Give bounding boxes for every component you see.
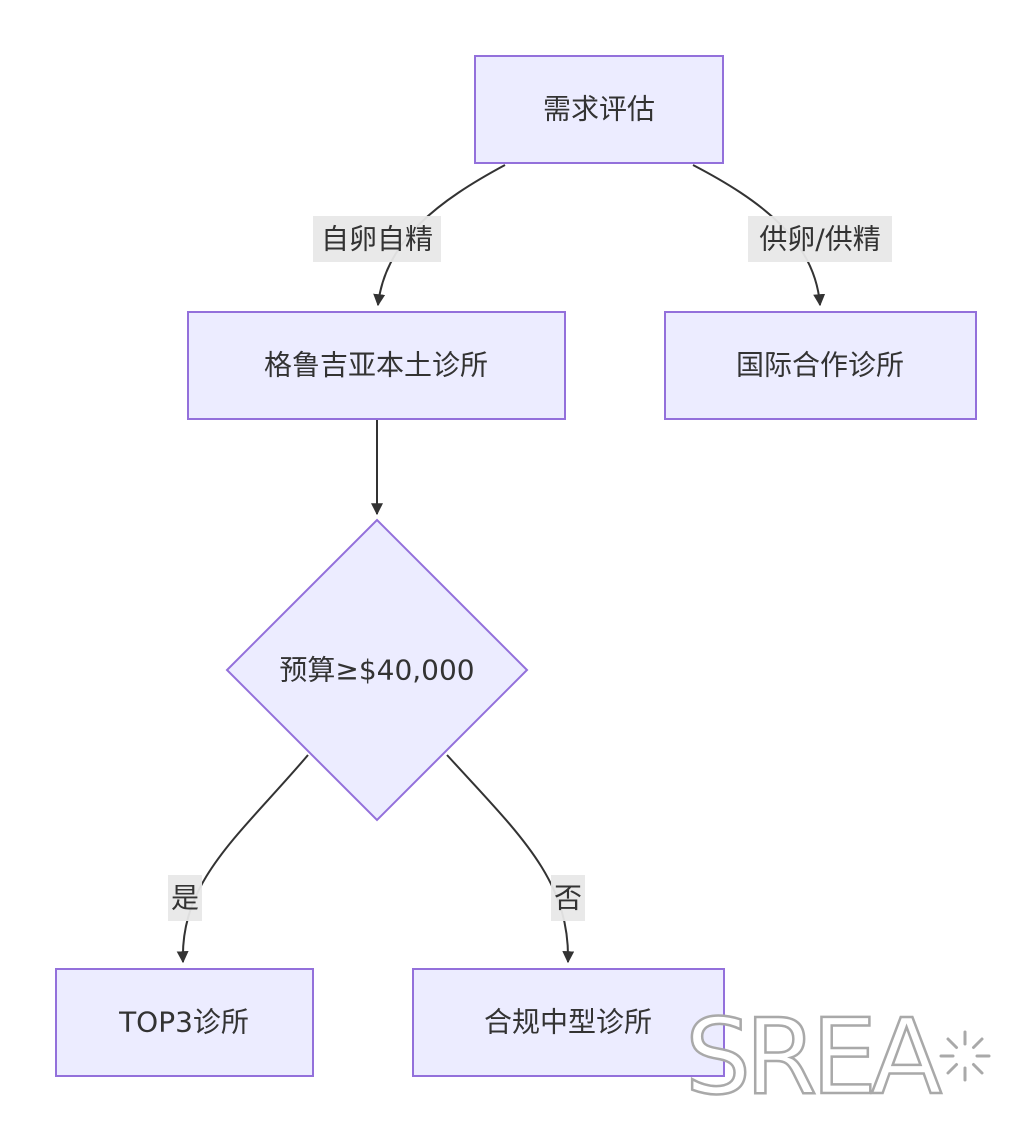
- node-top3-clinic[interactable]: TOP3诊所: [55, 968, 314, 1077]
- node-assessment-label: 需求评估: [543, 93, 655, 126]
- node-compliant-mid-clinic[interactable]: 合规中型诊所: [412, 968, 725, 1077]
- edge-label-no-text: 否: [554, 882, 582, 915]
- node-top3-clinic-label: TOP3诊所: [118, 1006, 249, 1039]
- edge-label-own-text: 自卵自精: [321, 223, 433, 256]
- edge-label-no: 否: [551, 875, 585, 921]
- node-local-clinic-label: 格鲁吉亚本土诊所: [264, 349, 488, 382]
- sunburst-icon: [939, 1030, 991, 1082]
- edge-label-donor: 供卵/供精: [748, 216, 892, 262]
- node-budget-decision[interactable]: 预算≥$40,000: [225, 518, 529, 822]
- node-intl-clinic[interactable]: 国际合作诊所: [664, 311, 977, 420]
- edge-budget-no: [446, 754, 575, 964]
- edge-budget-yes: [176, 754, 309, 964]
- edge-label-donor-text: 供卵/供精: [759, 223, 880, 256]
- node-local-clinic[interactable]: 格鲁吉亚本土诊所: [187, 311, 566, 420]
- node-compliant-mid-clinic-label: 合规中型诊所: [484, 1006, 652, 1039]
- node-assessment[interactable]: 需求评估: [474, 55, 724, 164]
- edge-label-yes: 是: [168, 875, 202, 921]
- edges-layer: [176, 164, 826, 964]
- node-intl-clinic-label: 国际合作诊所: [736, 349, 904, 382]
- edge-label-yes-text: 是: [171, 882, 199, 915]
- edge-label-own: 自卵自精: [313, 216, 441, 262]
- watermark-logo: SREA: [684, 995, 991, 1119]
- watermark-text: SREA: [685, 996, 942, 1118]
- node-budget-decision-label: 预算≥$40,000: [279, 654, 474, 687]
